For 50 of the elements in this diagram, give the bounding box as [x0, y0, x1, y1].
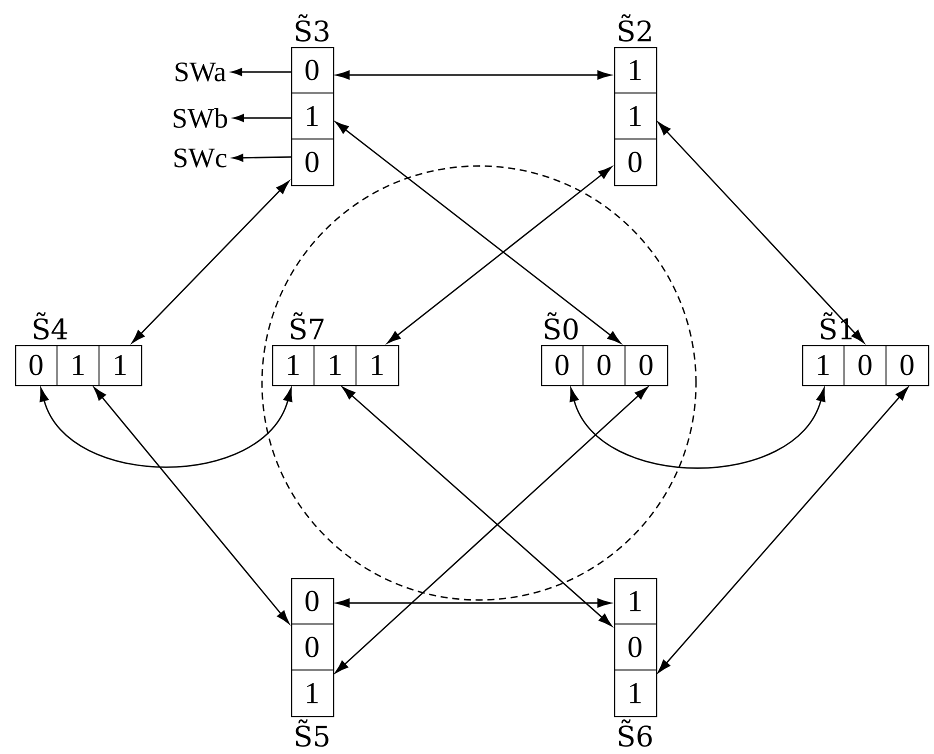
switch-label: SWc — [174, 148, 226, 168]
bit-digit: 0 — [306, 590, 318, 612]
bit-digit: 0 — [628, 152, 642, 172]
arrow — [231, 68, 291, 76]
bit-digit: 1 — [330, 354, 341, 376]
bit-digit: 0 — [640, 354, 652, 376]
arrow — [132, 180, 290, 344]
bit-digit: 0 — [628, 636, 642, 658]
arrow — [336, 70, 612, 80]
state-label: S̃7 — [290, 312, 324, 340]
bit-digit: 1 — [372, 354, 383, 376]
bit-digit: 0 — [306, 152, 318, 172]
bit-digit: 0 — [30, 354, 42, 376]
state-label: S̃3 — [296, 14, 328, 42]
bit-digit: 1 — [630, 682, 641, 704]
bit-digit: 1 — [115, 354, 126, 376]
switch-label: SWb — [174, 108, 228, 128]
arrow — [334, 386, 648, 674]
bit-digit: 1 — [818, 354, 829, 376]
bit-digit: 1 — [288, 354, 299, 376]
arrow — [387, 166, 612, 344]
state-label: S̃0 — [544, 312, 578, 340]
bit-digit: 1 — [307, 682, 318, 704]
state-label: S̃5 — [296, 719, 328, 747]
bit-digit: 1 — [73, 354, 84, 376]
arrow — [233, 114, 291, 122]
bit-digit: 0 — [900, 354, 914, 376]
arrow — [335, 122, 621, 344]
state-label: S̃4 — [34, 312, 68, 340]
arrow — [40, 388, 292, 468]
arrow — [336, 598, 612, 608]
bit-digit: 0 — [306, 636, 318, 658]
arrow — [342, 386, 612, 626]
bit-digit: 0 — [556, 354, 568, 376]
bit-digit: 1 — [307, 106, 318, 126]
state-label: S̃1 — [820, 312, 852, 340]
bit-digit: 1 — [630, 590, 641, 612]
arrow — [94, 387, 290, 624]
state-label: S̃6 — [618, 719, 652, 747]
state-label: S̃2 — [618, 14, 651, 42]
bit-digit: 1 — [630, 60, 641, 80]
arrow — [232, 154, 292, 162]
bit-digit: 1 — [630, 106, 641, 126]
bit-digit: 0 — [858, 354, 872, 376]
bit-digit: 0 — [306, 60, 318, 80]
bit-digit: 0 — [598, 354, 610, 376]
arrow — [570, 388, 826, 469]
arrow — [658, 387, 908, 674]
switch-label: SWa — [176, 62, 226, 82]
arrow — [658, 122, 864, 344]
